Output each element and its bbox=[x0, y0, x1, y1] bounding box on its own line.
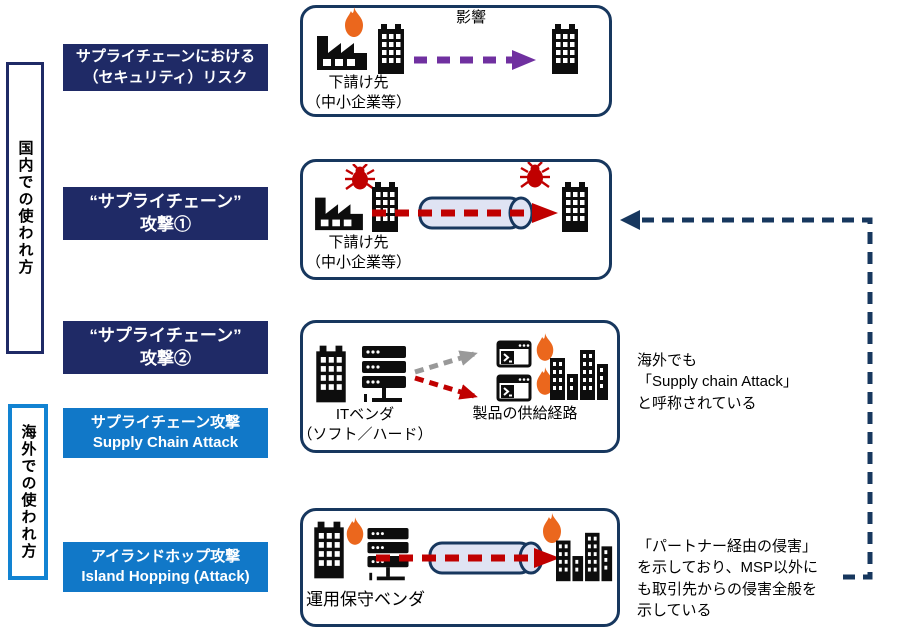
group-domestic-usage: 国内での使われ方 bbox=[6, 62, 44, 354]
caption-line: （ソフト／ハード） bbox=[297, 425, 433, 443]
label-line: 攻撃② bbox=[140, 348, 191, 368]
label-supply-chain-attack-en: サプライチェーン攻撃 Supply Chain Attack bbox=[63, 408, 268, 458]
svg-defs bbox=[0, 0, 1, 1]
city-skyline-icon bbox=[556, 532, 613, 582]
label-supply-chain-risk: サプライチェーンにおける （セキュリティ）リスク bbox=[63, 44, 268, 91]
reference-connector-arrow bbox=[620, 210, 873, 580]
note-overseas-naming: 海外でも 「Supply chain Attack」 と呼称されている bbox=[637, 352, 798, 412]
label-supply-chain-attack-2: “サプライチェーン” 攻撃② bbox=[63, 321, 268, 374]
caption-line: （中小企業等） bbox=[305, 253, 411, 271]
flame-icon bbox=[543, 513, 561, 543]
flame-icon bbox=[536, 333, 554, 361]
label-supply-chain-attack-1: “サプライチェーン” 攻撃① bbox=[63, 187, 268, 240]
city-skyline-icon bbox=[550, 350, 608, 400]
label-line: アイランドホップ攻撃 bbox=[90, 547, 241, 565]
flame-icon bbox=[345, 7, 363, 37]
caption-line: 下請け先 bbox=[328, 234, 389, 251]
flame-icon bbox=[346, 517, 364, 545]
label-island-hopping: アイランドホップ攻撃 Island Hopping (Attack) bbox=[63, 542, 268, 592]
office-building-icon bbox=[562, 182, 588, 232]
impact-arrow bbox=[414, 50, 536, 70]
malware-bug-icon bbox=[345, 164, 375, 190]
server-rack-icon bbox=[362, 346, 406, 402]
caption-subcontractor: 下請け先 （中小企業等） bbox=[296, 73, 421, 113]
caption-line: （中小企業等） bbox=[305, 93, 411, 111]
supply-route-arrows bbox=[414, 350, 478, 400]
attack-arrow bbox=[376, 548, 560, 568]
office-building-icon bbox=[552, 24, 578, 74]
caption-supply-route: 製品の供給経路 bbox=[472, 405, 578, 422]
caption-maintenance-vendor: 運用保守ベンダ bbox=[306, 590, 425, 609]
office-building-icon bbox=[316, 345, 346, 403]
caption-subcontractor: 下請け先 （中小企業等） bbox=[296, 233, 421, 273]
group-overseas-label: 海外での使われ方 bbox=[19, 424, 37, 560]
terminal-window-icon bbox=[496, 340, 532, 368]
factory-icon bbox=[317, 36, 367, 70]
malware-bug-icon bbox=[520, 162, 550, 188]
label-line: サプライチェーン攻撃 bbox=[90, 413, 241, 431]
office-building-icon bbox=[378, 24, 404, 74]
label-line: “サプライチェーン” bbox=[89, 325, 242, 345]
label-line: “サプライチェーン” bbox=[89, 191, 242, 211]
label-line: サプライチェーンにおける bbox=[75, 48, 256, 66]
label-line: （セキュリティ）リスク bbox=[83, 68, 248, 86]
caption-line: 下請け先 bbox=[328, 74, 389, 91]
terminal-window-icon bbox=[496, 374, 532, 402]
caption-it-vendor: ITベンダ （ソフト／ハード） bbox=[294, 405, 436, 445]
flame-icon bbox=[536, 367, 554, 395]
label-line: Supply Chain Attack bbox=[92, 434, 239, 451]
label-line: Island Hopping (Attack) bbox=[81, 568, 250, 585]
group-domestic-label: 国内での使われ方 bbox=[16, 140, 34, 276]
attack-arrow bbox=[372, 203, 558, 223]
note-partner-compromise: 「パートナー経由の侵害」 を示しており、MSP以外に も取引先からの侵害全般を … bbox=[637, 538, 819, 619]
label-line: 攻撃① bbox=[140, 214, 191, 234]
factory-icon bbox=[315, 197, 363, 231]
group-overseas-usage: 海外での使われ方 bbox=[8, 404, 48, 580]
office-building-icon bbox=[314, 521, 344, 579]
caption-line: ITベンダ bbox=[335, 406, 395, 423]
impact-arrow-label: 影響 bbox=[455, 9, 486, 26]
